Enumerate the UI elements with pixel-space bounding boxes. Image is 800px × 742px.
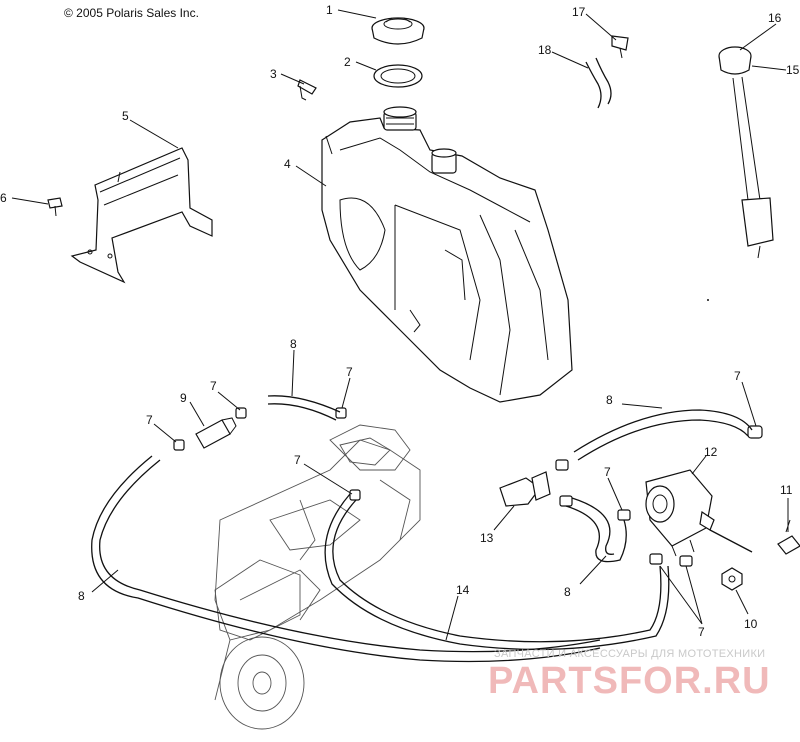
- callout-14: 14: [456, 583, 470, 597]
- callout-7-b: 7: [146, 413, 153, 427]
- fuel-sender: [718, 46, 774, 259]
- leader-lines: [11, 9, 789, 641]
- stray-dot: [707, 299, 709, 301]
- tank-bracket: [70, 147, 213, 284]
- inline-fuel-filter: [195, 417, 237, 449]
- copyright-notice: © 2005 Polaris Sales Inc.: [64, 6, 199, 20]
- watermark-brand: PARTSFOR.RU: [488, 660, 771, 702]
- callout-labels: 1 2 3 4 5 6 17 18 16 15 7 7 9 8 7 7 8 7 …: [0, 3, 800, 639]
- fitting-part-13: [499, 471, 551, 507]
- watermark-tagline: ЗАПЧАСТИ И АКСЕССУАРЫ ДЛЯ МОТОТЕХНИКИ: [494, 648, 766, 660]
- callout-2: 2: [344, 55, 351, 69]
- callout-7-c: 7: [346, 365, 353, 379]
- callout-7-f: 7: [604, 465, 611, 479]
- callout-5: 5: [122, 109, 129, 123]
- callout-7-g: 7: [698, 625, 705, 639]
- nut-part-10: [721, 567, 743, 591]
- fuel-cap: [371, 17, 425, 45]
- fuel-tank: [321, 106, 573, 403]
- callout-8-d: 8: [78, 589, 85, 603]
- hose-clamps: [173, 407, 763, 567]
- bolt-part-11: [777, 519, 800, 555]
- callout-7-d: 7: [294, 453, 301, 467]
- callout-1: 1: [326, 3, 333, 17]
- callout-7-a: 7: [210, 379, 217, 393]
- callout-18: 18: [538, 43, 552, 57]
- callout-13: 13: [480, 531, 494, 545]
- callout-11: 11: [780, 483, 793, 497]
- callout-16: 16: [768, 11, 782, 25]
- callout-8-b: 8: [606, 393, 613, 407]
- callout-10: 10: [744, 617, 758, 631]
- callout-15: 15: [786, 63, 800, 77]
- fuel-hoses: [91, 395, 753, 663]
- engine-frame-outline: [214, 424, 421, 730]
- cap-gasket: [373, 64, 423, 88]
- callout-4: 4: [284, 157, 291, 171]
- callout-9: 9: [180, 391, 187, 405]
- callout-12: 12: [704, 445, 718, 459]
- callout-17: 17: [572, 5, 586, 19]
- callout-7-e: 7: [734, 369, 741, 383]
- callout-8-a: 8: [290, 337, 297, 351]
- callout-8-c: 8: [564, 585, 571, 599]
- callout-6: 6: [0, 191, 7, 205]
- vent-hose: [585, 35, 629, 109]
- fuel-pump: [645, 469, 715, 557]
- bolt-part-6: [47, 197, 63, 217]
- callout-3: 3: [270, 67, 277, 81]
